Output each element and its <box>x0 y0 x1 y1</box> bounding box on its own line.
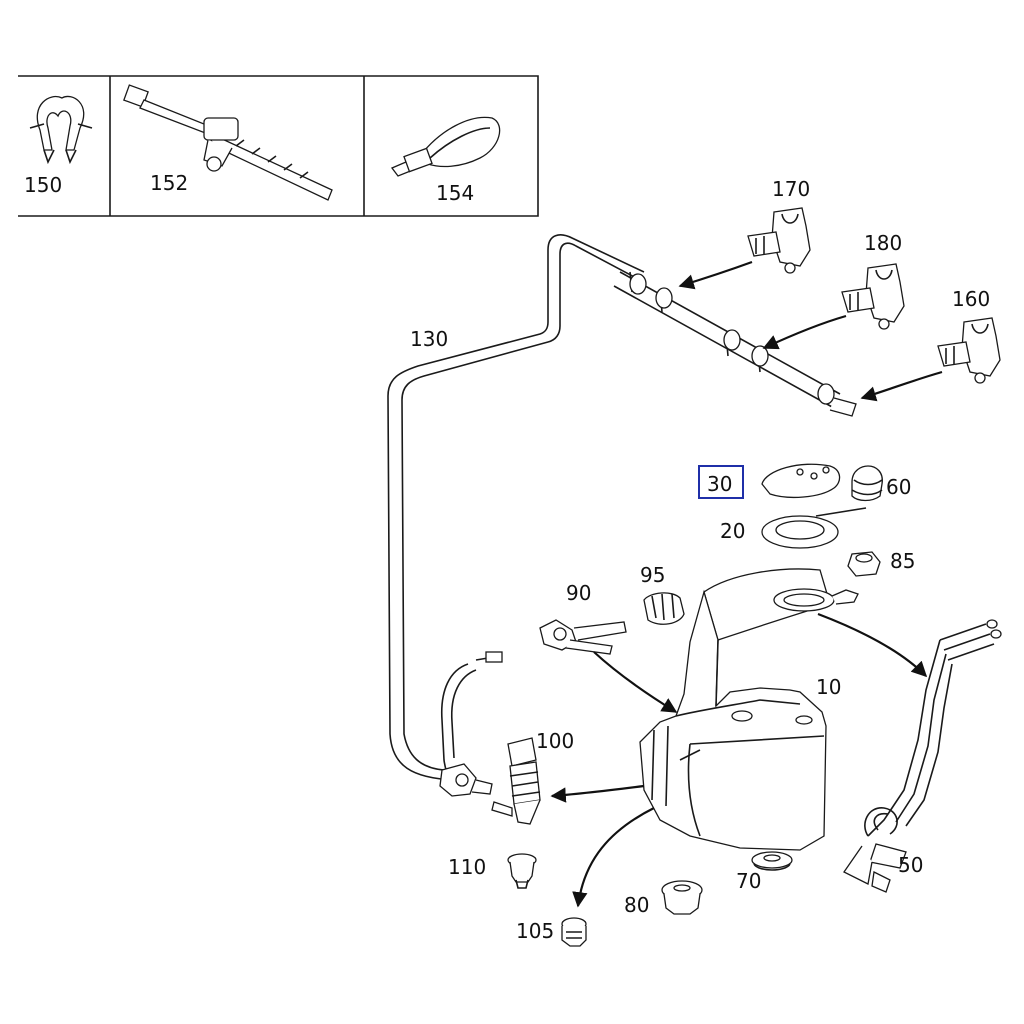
grommet-70-icon <box>751 851 793 871</box>
label-90: 90 <box>566 581 591 605</box>
label-170: 170 <box>772 177 810 201</box>
label-30: 30 <box>707 472 732 496</box>
cap-30-icon <box>761 463 841 498</box>
label-80: 80 <box>624 893 649 917</box>
label-110: 110 <box>448 855 486 879</box>
label-154: 154 <box>436 181 474 205</box>
label-152: 152 <box>150 171 188 195</box>
grommet-95-icon <box>643 592 685 625</box>
nozzle-rail <box>613 271 857 417</box>
label-85: 85 <box>890 549 915 573</box>
label-10: 10 <box>816 675 841 699</box>
label-20: 20 <box>720 519 745 543</box>
label-100: 100 <box>536 729 574 753</box>
label-130: 130 <box>410 327 448 351</box>
grommet-80-icon <box>661 880 703 915</box>
nozzle-160-icon <box>937 317 1001 384</box>
strap-154-icon <box>390 116 501 177</box>
arrow-170 <box>678 260 753 290</box>
ring-20-icon <box>761 515 839 549</box>
label-60: 60 <box>886 475 911 499</box>
clip-150-icon <box>29 95 93 165</box>
seal-60-icon <box>851 465 883 502</box>
reservoir-10-icon <box>639 568 859 851</box>
highlight-box-30 <box>698 465 744 499</box>
arrow-160 <box>860 370 943 402</box>
nut-85-icon <box>847 551 881 577</box>
hose-connector-icon <box>439 763 493 797</box>
pipe-harness-50-icon <box>843 619 1002 893</box>
inset-frame <box>18 75 539 217</box>
nozzle-170-icon <box>747 207 811 274</box>
label-150: 150 <box>24 173 62 197</box>
arrow-90 <box>593 651 678 713</box>
label-105: 105 <box>516 919 554 943</box>
label-180: 180 <box>864 231 902 255</box>
arrow-105 <box>572 807 655 908</box>
grommet-105-icon <box>561 917 587 947</box>
cable-tie-152-icon <box>123 84 333 201</box>
arrow-100 <box>550 784 645 803</box>
nozzle-180-icon <box>841 263 905 330</box>
label-50: 50 <box>898 853 923 877</box>
arrow-180 <box>762 314 847 350</box>
label-95: 95 <box>640 563 665 587</box>
pump-100-icon <box>491 737 541 825</box>
leader-line <box>815 507 867 517</box>
hose-130 <box>387 234 645 787</box>
grommet-110-icon <box>507 853 537 889</box>
arrow-50 <box>817 612 928 678</box>
label-70: 70 <box>736 869 761 893</box>
label-160: 160 <box>952 287 990 311</box>
level-sensor-90-icon <box>539 619 627 655</box>
inset-panel: 150 152 154 <box>18 75 539 217</box>
